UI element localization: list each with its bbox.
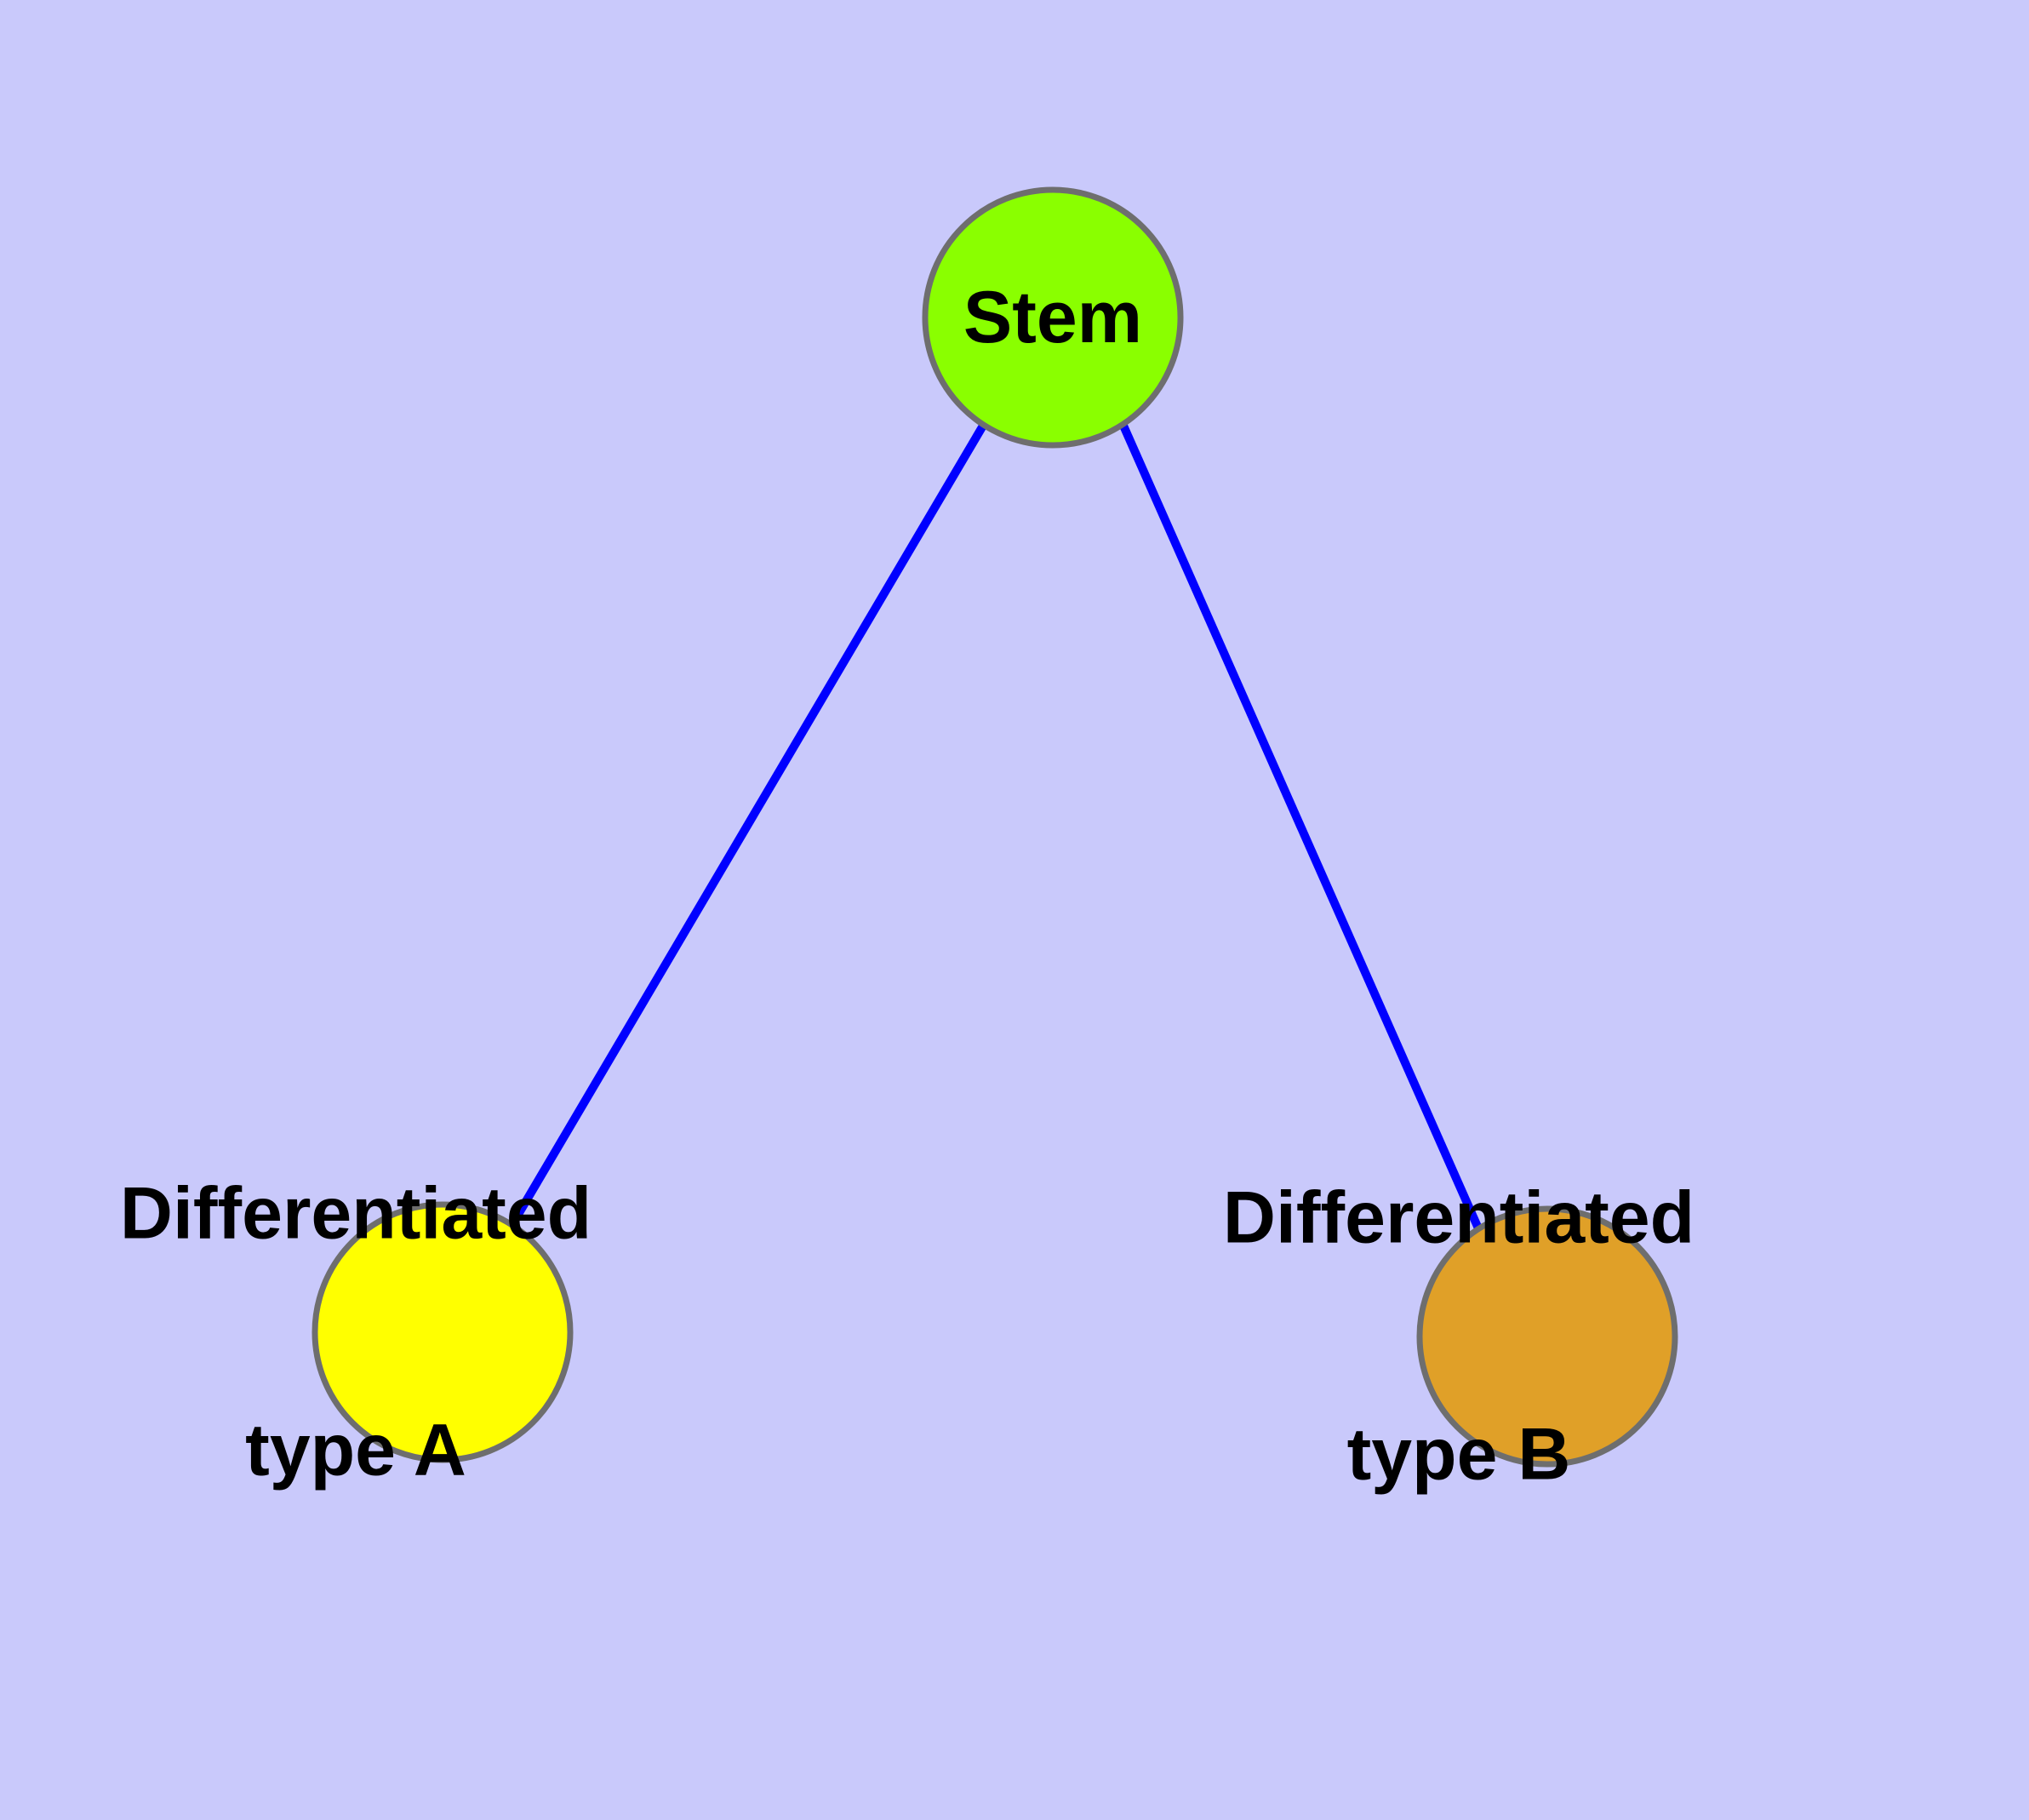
edge-stem-to-diff-b[interactable] <box>1119 423 1483 1231</box>
node-circle-diff-a[interactable] <box>311 1201 574 1463</box>
node-circle-stem[interactable] <box>922 186 1184 449</box>
edge-stem-to-diff-a[interactable] <box>507 423 987 1228</box>
edge-layer <box>507 423 1483 1231</box>
node-layer <box>311 186 1678 1468</box>
node-circle-diff-b[interactable] <box>1416 1205 1678 1468</box>
